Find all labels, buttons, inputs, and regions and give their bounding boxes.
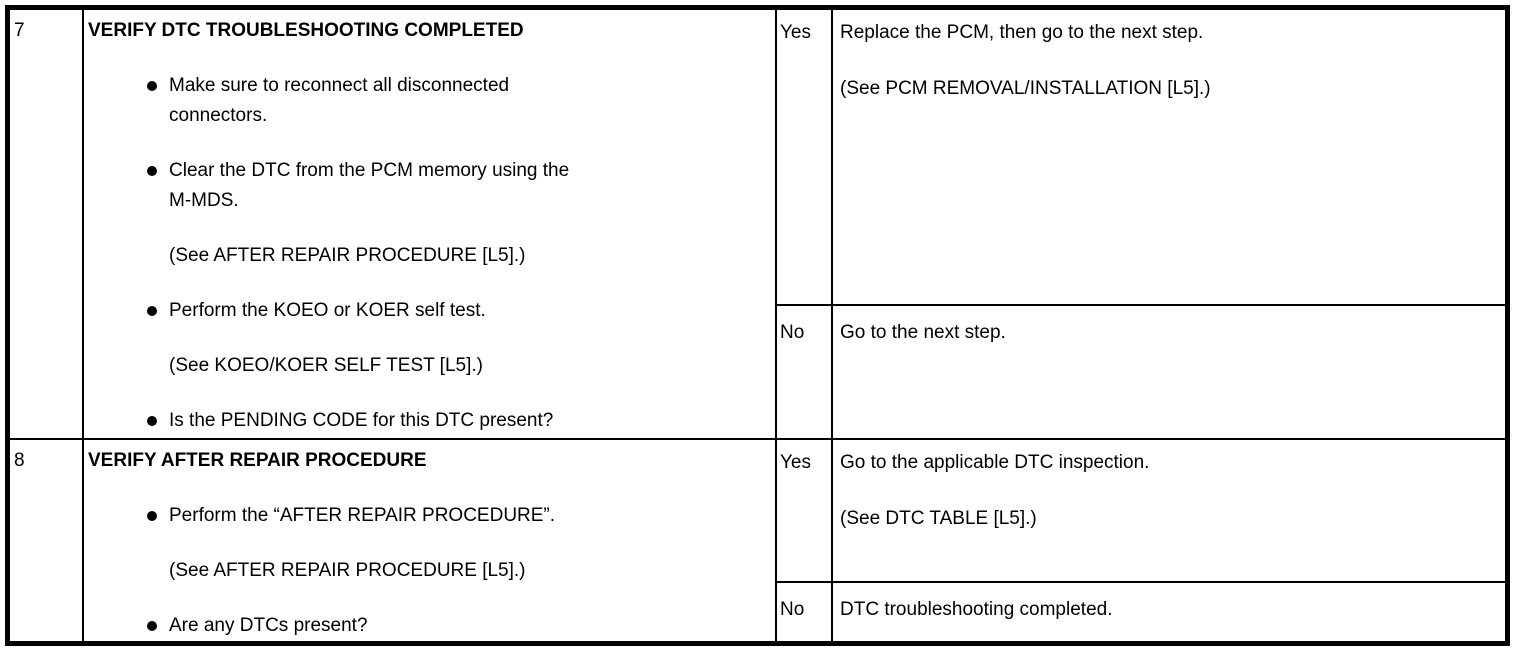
results-column: Yes Go to the applicable DTC inspection.…	[777, 440, 1505, 641]
step-number: 8	[10, 440, 84, 641]
action-title: VERIFY AFTER REPAIR PROCEDURE	[88, 450, 427, 471]
answer-label-yes: Yes	[777, 10, 833, 304]
action-item-text: Clear the DTC from the PCM memory using …	[169, 156, 569, 216]
result-cell: DTC troubleshooting completed.	[833, 583, 1505, 641]
action-line: (See AFTER REPAIR PROCEDURE [L5].)	[169, 245, 526, 266]
action-title: VERIFY DTC TROUBLESHOOTING COMPLETED	[88, 20, 524, 41]
action-cell: VERIFY DTC TROUBLESHOOTING COMPLETED Mak…	[84, 10, 777, 438]
result-row-no: No Go to the next step.	[777, 306, 1505, 438]
action-line: (See KOEO/KOER SELF TEST [L5].)	[169, 355, 483, 376]
action-item-text: Is the PENDING CODE for this DTC present…	[169, 406, 553, 436]
action-line: Perform the “AFTER REPAIR PROCEDURE”.	[169, 505, 556, 526]
action-item-text: Perform the KOEO or KOER self test.	[169, 296, 486, 326]
result-cell: Replace the PCM, then go to the next ste…	[833, 10, 1505, 304]
action-line: Make sure to reconnect all disconnected	[169, 75, 510, 96]
action-item: Are any DTCs present?	[88, 611, 769, 641]
action-line: Are any DTCs present?	[169, 615, 368, 636]
result-line: (See PCM REMOVAL/INSTALLATION [L5].)	[840, 78, 1211, 99]
bullet-icon	[147, 166, 157, 176]
answer-label-no: No	[777, 583, 833, 641]
result-cell: Go to the next step.	[833, 306, 1505, 438]
action-item-text: Make sure to reconnect all disconnected …	[169, 71, 509, 131]
result-line: Go to the next step.	[840, 322, 1006, 343]
result-cell: Go to the applicable DTC inspection. (Se…	[833, 440, 1505, 581]
step-number: 7	[10, 10, 84, 438]
bullet-icon	[147, 306, 157, 316]
action-item-reference: (See AFTER REPAIR PROCEDURE [L5].)	[88, 556, 769, 586]
action-line: Is the PENDING CODE for this DTC present…	[169, 410, 554, 431]
result-line: Replace the PCM, then go to the next ste…	[840, 22, 1204, 43]
result-row-yes: Yes Replace the PCM, then go to the next…	[777, 10, 1505, 306]
bullet-icon	[147, 621, 157, 631]
action-line: M-MDS.	[169, 190, 239, 211]
action-item: Perform the “AFTER REPAIR PROCEDURE”.	[88, 501, 769, 531]
result-row-no: No DTC troubleshooting completed.	[777, 583, 1505, 641]
result-row-yes: Yes Go to the applicable DTC inspection.…	[777, 440, 1505, 583]
bullet-icon	[147, 511, 157, 521]
troubleshooting-table: 7 VERIFY DTC TROUBLESHOOTING COMPLETED M…	[5, 5, 1510, 646]
results-column: Yes Replace the PCM, then go to the next…	[777, 10, 1505, 438]
result-line: DTC troubleshooting completed.	[840, 599, 1113, 620]
table-row-step-8: 8 VERIFY AFTER REPAIR PROCEDURE Perform …	[10, 440, 1505, 641]
action-line: (See AFTER REPAIR PROCEDURE [L5].)	[169, 560, 526, 581]
table-row-step-7: 7 VERIFY DTC TROUBLESHOOTING COMPLETED M…	[10, 10, 1505, 440]
action-item: Is the PENDING CODE for this DTC present…	[88, 406, 769, 436]
action-cell: VERIFY AFTER REPAIR PROCEDURE Perform th…	[84, 440, 777, 641]
bullet-icon	[147, 416, 157, 426]
result-line: Go to the applicable DTC inspection.	[840, 452, 1150, 473]
bullet-icon	[147, 81, 157, 91]
action-item: Perform the KOEO or KOER self test.	[88, 296, 769, 326]
action-line: Clear the DTC from the PCM memory using …	[169, 160, 570, 181]
action-line: connectors.	[169, 105, 268, 126]
action-item-text: Are any DTCs present?	[169, 611, 368, 641]
action-item: Make sure to reconnect all disconnected …	[88, 71, 769, 131]
action-item-reference: (See KOEO/KOER SELF TEST [L5].)	[88, 351, 769, 381]
action-item: Clear the DTC from the PCM memory using …	[88, 156, 769, 216]
action-item-reference: (See AFTER REPAIR PROCEDURE [L5].)	[88, 241, 769, 271]
answer-label-no: No	[777, 306, 833, 438]
action-line: Perform the KOEO or KOER self test.	[169, 300, 486, 321]
action-item-text: Perform the “AFTER REPAIR PROCEDURE”.	[169, 501, 555, 531]
result-line: (See DTC TABLE [L5].)	[840, 508, 1037, 529]
answer-label-yes: Yes	[777, 440, 833, 581]
